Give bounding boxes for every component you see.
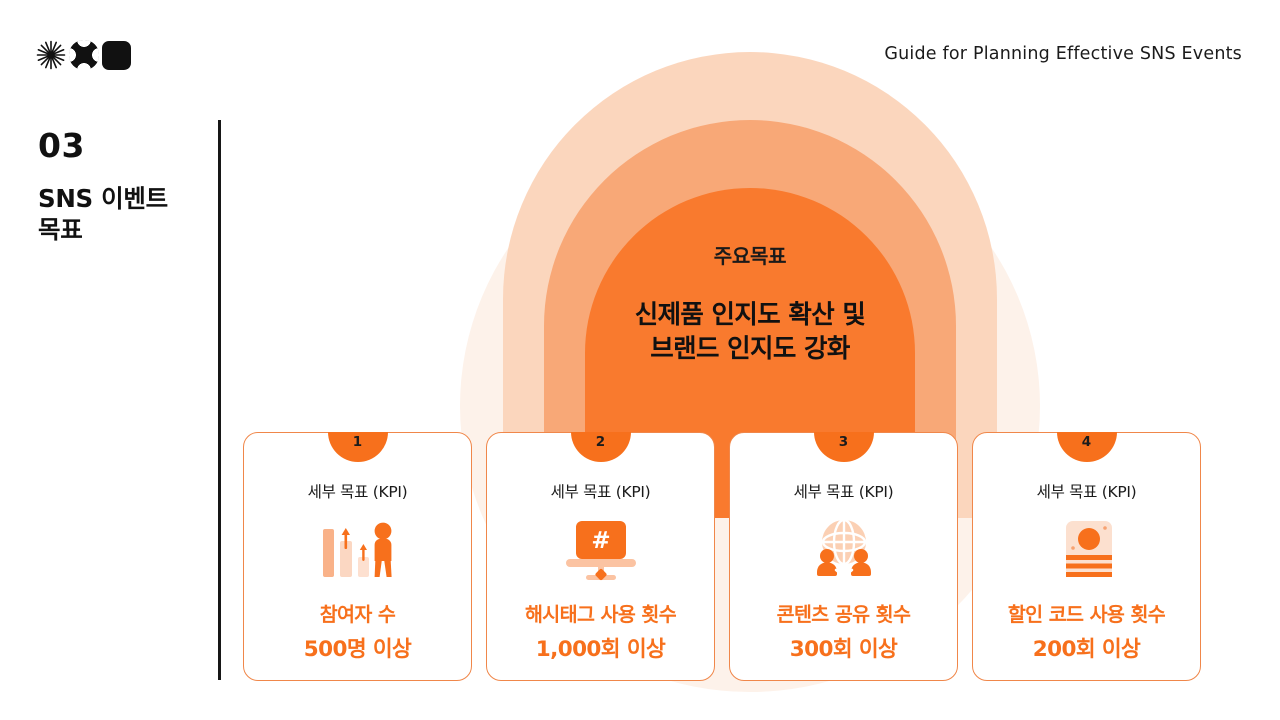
kpi-label: 세부 목표 (KPI) [793, 483, 894, 501]
main-goal-label: 주요목표 [713, 244, 787, 268]
card-badge-number: 1 [352, 433, 363, 450]
kpi-card-2[interactable]: 2 세부 목표 (KPI) # 해시태그 사용 횟수 1,000회 이상 [486, 431, 715, 681]
rounded-square-icon [102, 40, 131, 70]
card-badge-number: 2 [595, 433, 606, 450]
page-title: Guide for Planning Effective SNS Events [884, 44, 1242, 64]
card-badge-2: 2 [570, 431, 631, 462]
svg-text:#: # [591, 528, 610, 554]
discount-coupon-icon [1048, 515, 1126, 583]
section-title-line2: 목표 [38, 215, 83, 245]
main-goal-headline-line1: 신제품 인지도 확산 및 [634, 300, 866, 330]
card-badge-3: 3 [813, 431, 874, 462]
card-badge-4: 4 [1056, 431, 1117, 462]
kpi-label: 세부 목표 (KPI) [550, 483, 651, 501]
card-badge-number: 3 [838, 433, 849, 450]
kpi-title: 해시태그 사용 횟수 [524, 603, 677, 626]
vertical-divider [218, 120, 221, 680]
kpi-title: 참여자 수 [319, 603, 396, 626]
kpi-value: 200회 이상 [1032, 637, 1141, 662]
kpi-label: 세부 목표 (KPI) [307, 483, 408, 501]
section-title-line1: SNS 이벤트 [38, 184, 168, 213]
kpi-value: 1,000회 이상 [535, 637, 666, 662]
kpi-title: 할인 코드 사용 횟수 [1007, 603, 1166, 626]
bar-chart-person-icon [319, 515, 397, 583]
kpi-value: 500명 이상 [303, 637, 412, 662]
card-badge-1: 1 [327, 431, 388, 462]
starburst-icon [36, 40, 66, 70]
kpi-value: 300회 이상 [789, 637, 898, 662]
card-badge-number: 4 [1081, 433, 1092, 450]
main-goal-headline: 신제품 인지도 확산 및 브랜드 인지도 강화 [440, 298, 1060, 366]
section-title: SNS 이벤트 목표 [38, 183, 168, 246]
kpi-card-3[interactable]: 3 세부 목표 (KPI) [729, 431, 958, 681]
kpi-label: 세부 목표 (KPI) [1036, 483, 1137, 501]
brand-logo [36, 40, 131, 70]
kpi-card-4[interactable]: 4 세부 목표 (KPI) 할인 코드 사용 횟수 200회 이상 [972, 431, 1201, 681]
section-number: 03 [38, 126, 85, 165]
main-goal-headline-line2: 브랜드 인지도 강화 [650, 334, 850, 365]
kpi-card-1[interactable]: 1 세부 목표 (KPI) [243, 431, 472, 681]
globe-people-share-icon [805, 515, 883, 583]
kpi-title: 콘텐츠 공유 횟수 [776, 603, 911, 626]
clover-icon [69, 40, 99, 70]
kpi-card-list: 1 세부 목표 (KPI) [243, 431, 1243, 682]
laptop-hashtag-icon: # [562, 515, 640, 583]
